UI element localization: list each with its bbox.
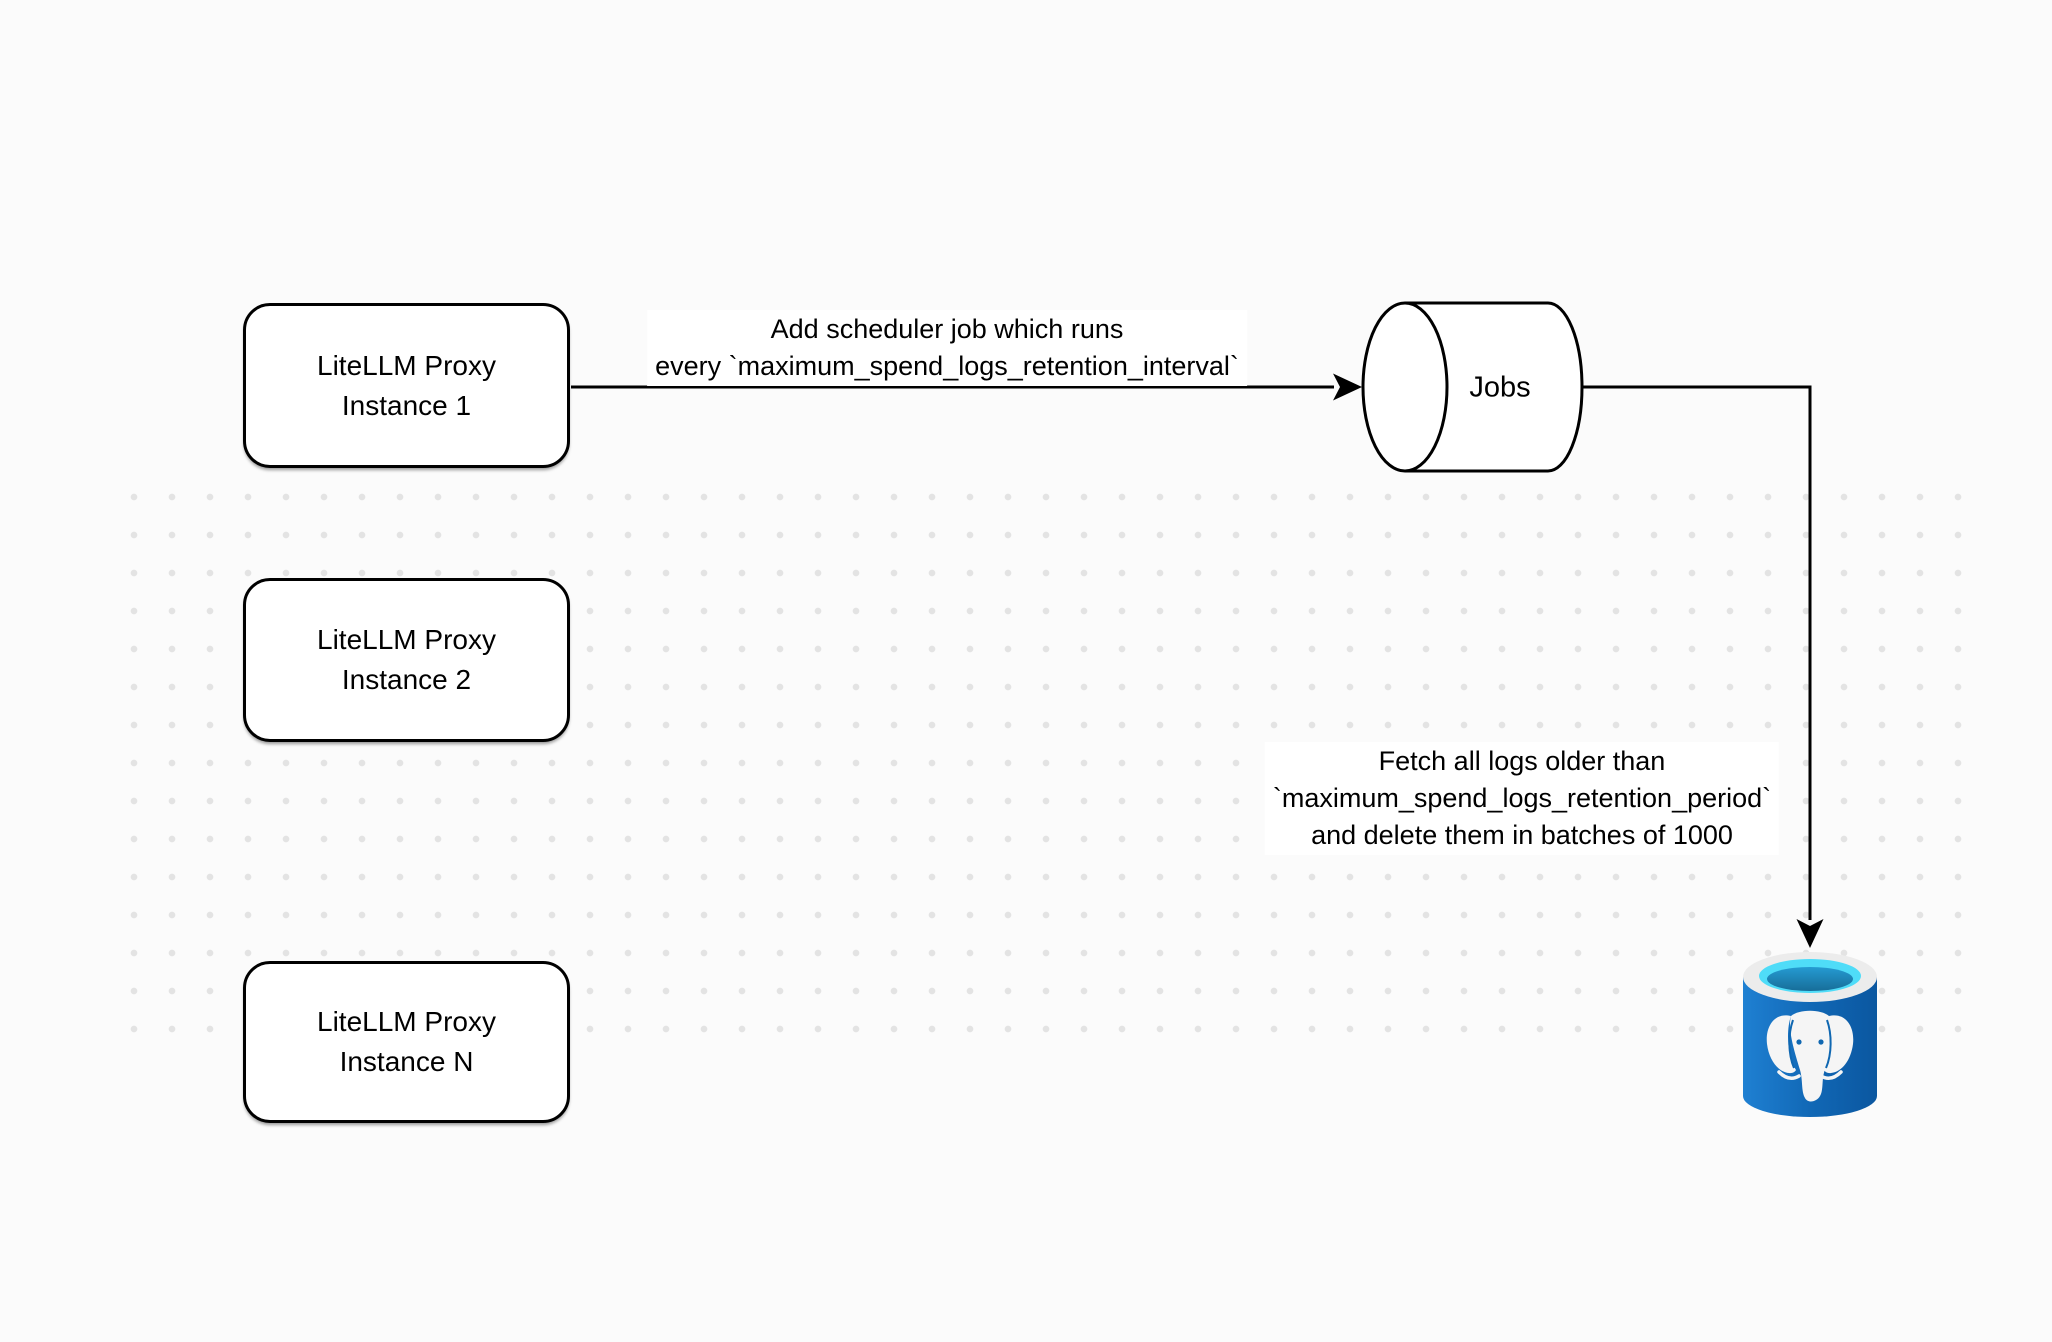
litellm-proxy-instance-1-label: LiteLLM Proxy Instance 1 <box>317 349 496 421</box>
litellm-proxy-instance-n-label: LiteLLM Proxy Instance N <box>317 1006 496 1077</box>
litellm-proxy-instance-2-label: LiteLLM Proxy Instance 2 <box>317 624 496 695</box>
fetch-edge-label: Fetch all logs older than `maximum_spend… <box>1264 742 1780 855</box>
jobs-cylinder-cap <box>1361 301 1449 473</box>
scheduler-edge-arrowhead-icon <box>1333 373 1362 401</box>
litellm-proxy-instance-n-node: LiteLLM Proxy Instance N <box>243 961 570 1123</box>
fetch-edge-line <box>1581 385 1812 920</box>
litellm-proxy-instance-1-node: LiteLLM Proxy Instance 1 <box>243 303 570 468</box>
fetch-edge-arrowhead-icon <box>1796 919 1824 948</box>
scheduler-edge-label: Add scheduler job which runs every `maxi… <box>647 310 1247 386</box>
jobs-node-label: Jobs <box>1469 371 1531 404</box>
postgres-elephant-icon <box>1766 1010 1854 1102</box>
postgres-inner-pool <box>1767 967 1853 991</box>
litellm-proxy-instance-2-node: LiteLLM Proxy Instance 2 <box>243 578 570 742</box>
jobs-node <box>1361 301 1584 473</box>
postgresql-database-icon <box>1743 952 1877 1117</box>
jobs-cylinder-body <box>1405 301 1584 473</box>
